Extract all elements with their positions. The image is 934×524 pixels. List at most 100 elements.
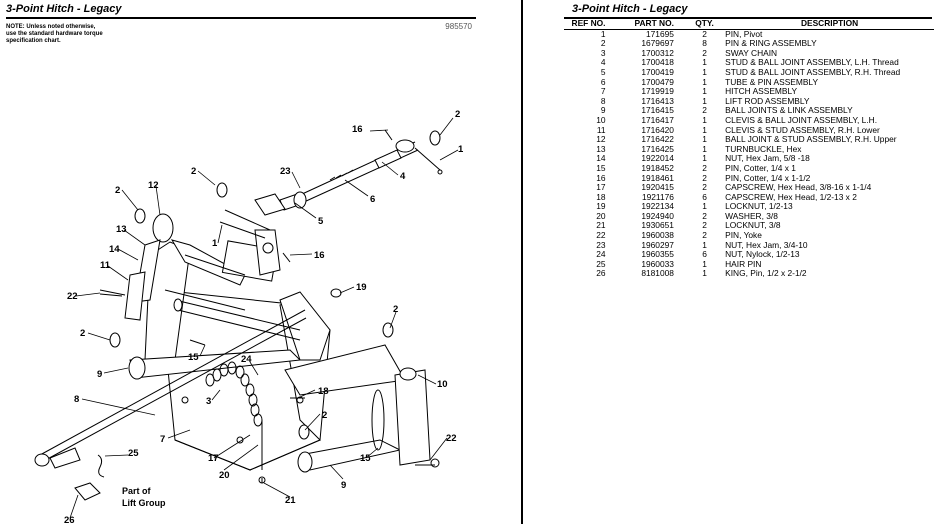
parts-list-title: 3-Point Hitch - Legacy [572, 3, 688, 15]
qty-cell: 1 [702, 66, 707, 77]
part-no-cell: 1921176 [641, 191, 674, 202]
qty-cell: 2 [702, 182, 707, 193]
parts-table-header: REF NO. PART NO. QTY. DESCRIPTION [564, 18, 934, 30]
part-no-cell: 1716417 [641, 114, 674, 125]
col-ref-no: REF NO. [564, 18, 618, 30]
callout-2e: 2 [115, 185, 120, 196]
king-pin [74, 454, 105, 501]
callout-8: 8 [74, 394, 79, 405]
callout-26: 26 [64, 515, 75, 524]
part-no-cell: 1716415 [641, 105, 674, 116]
callout-23: 23 [280, 166, 291, 177]
col-qty: QTY. [687, 18, 722, 30]
description-cell: CLEVIS & STUD ASSEMBLY, R.H. Lower [725, 124, 880, 135]
description-cell: NUT, Nylock, 1/2-13 [725, 249, 800, 260]
description-cell: PIN, Cotter, 1/4 x 1 [725, 162, 796, 173]
part-no-cell: 1930651 [641, 220, 674, 231]
description-cell: LOCKNUT, 3/8 [725, 220, 781, 231]
qty-cell: 2 [702, 28, 707, 39]
ref-no-cell: 20 [596, 210, 606, 221]
qty-cell: 1 [702, 95, 707, 106]
part-no-cell: 1716420 [641, 124, 674, 135]
description-cell: STUD & BALL JOINT ASSEMBLY, L.H. Thread [725, 57, 899, 68]
part-no-cell: 1700419 [641, 66, 674, 77]
parts-list-page: 3-Point Hitch - Legacy REF NO. PART NO. … [524, 0, 934, 524]
callout-12: 12 [148, 180, 159, 191]
qty-cell: 2 [702, 172, 707, 183]
qty-cell: 1 [702, 239, 707, 250]
ref-no-cell: 16 [596, 172, 606, 183]
ref-no-cell: 18 [596, 191, 606, 202]
callout-1: 1 [458, 144, 464, 155]
ref-no-cell: 23 [596, 239, 606, 250]
part-no-cell: 1716425 [641, 143, 674, 154]
callout-17: 17 [208, 453, 219, 464]
part-no-cell: 1924940 [641, 210, 674, 221]
part-no-cell: 1918461 [641, 172, 674, 183]
description-cell: CAPSCREW, Hex Head, 1/2-13 x 2 [725, 191, 857, 202]
cross-tubes [164, 289, 301, 341]
lift-rod [34, 309, 307, 469]
qty-cell: 1 [702, 134, 707, 145]
diagram-title-rule [6, 17, 476, 19]
part-no-cell: 1960297 [641, 239, 674, 250]
description-cell: PIN, Pivot [725, 28, 763, 39]
callout-2d: 2 [80, 328, 85, 339]
ref-no-cell: 5 [600, 66, 606, 77]
callout-6: 6 [370, 194, 375, 205]
part-no-cell: 1719919 [641, 86, 674, 97]
qty-cell: 2 [702, 47, 707, 58]
ref-no-cell: 26 [596, 268, 606, 279]
ref-no-cell: 1 [600, 28, 606, 39]
description-cell: PIN & RING ASSEMBLY [725, 38, 817, 49]
lower-links [128, 344, 440, 473]
leader-lines [69, 117, 459, 519]
callout-3: 3 [206, 396, 211, 407]
callout-14: 14 [109, 244, 120, 255]
part-no-cell: 1922134 [641, 201, 674, 212]
callout-9b: 9 [97, 369, 102, 380]
callout-20: 20 [219, 470, 230, 481]
center-bracket [219, 209, 281, 276]
qty-cell: 2 [702, 210, 707, 221]
callout-15: 15 [360, 453, 371, 464]
part-no-cell: 1960033 [641, 258, 674, 269]
ref-no-cell: 9 [600, 105, 606, 116]
ref-no-cell: 15 [596, 162, 606, 173]
callout-7: 7 [160, 434, 165, 445]
part-no-cell: 1918452 [641, 162, 674, 173]
callout-13: 13 [116, 224, 127, 235]
lift-group-label: Lift Group [122, 498, 166, 508]
qty-cell: 1 [702, 268, 707, 279]
diagram-page: 3-Point Hitch - Legacy 985570 NOTE: Unle… [6, 3, 476, 524]
description-cell: PIN, Cotter, 1/4 x 1-1/2 [725, 172, 811, 183]
diagram-title: 3-Point Hitch - Legacy [6, 3, 122, 15]
ref-no-cell: 22 [596, 230, 606, 241]
qty-cell: 1 [702, 258, 707, 269]
part-no-cell: 1716413 [641, 95, 674, 106]
description-cell: CLEVIS & BALL JOINT ASSEMBLY, L.H. [725, 114, 878, 125]
callout-16b: 16 [314, 250, 325, 261]
hardware [99, 129, 394, 484]
callout-2c: 2 [322, 410, 327, 421]
qty-cell: 6 [702, 191, 707, 202]
callout-10: 10 [437, 379, 448, 390]
ref-no-cell: 25 [596, 258, 606, 269]
part-no-cell: 8181008 [641, 268, 674, 279]
